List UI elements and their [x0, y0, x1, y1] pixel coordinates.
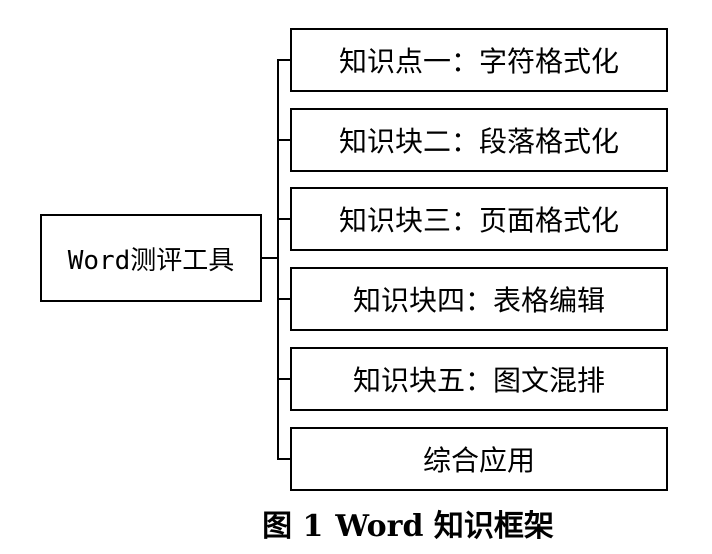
root-node: Word测评工具: [40, 214, 262, 302]
branch-node-label: 知识块五：图文混排: [352, 364, 605, 397]
branch-connector-6: [277, 458, 290, 460]
branch-connector-5: [277, 378, 290, 380]
branch-node-label: 知识块四：表格编辑: [352, 284, 605, 317]
branch-connector-4: [277, 298, 290, 300]
branch-node-paragraph-formatting: 知识块二：段落格式化: [290, 108, 668, 172]
branch-node-label: 知识点一：字符格式化: [338, 45, 619, 78]
figure-caption-title: Word 知识框架: [335, 509, 554, 544]
branch-node-image-text-layout: 知识块五：图文混排: [290, 347, 668, 411]
branch-node-table-editing: 知识块四：表格编辑: [290, 267, 668, 331]
figure-caption: 图 1 Word 知识框架: [248, 503, 568, 544]
tree-trunk-line: [277, 59, 279, 459]
branch-connector-1: [277, 59, 290, 61]
branch-node-character-formatting: 知识点一：字符格式化: [290, 28, 668, 92]
branch-connector-3: [277, 218, 290, 220]
branch-node-label: 知识块三：页面格式化: [338, 204, 619, 237]
root-node-label: Word测评工具: [67, 245, 235, 276]
branch-node-label: 知识块二：段落格式化: [338, 125, 619, 158]
branch-node-label: 综合应用: [422, 444, 535, 477]
branch-node-comprehensive-application: 综合应用: [290, 427, 668, 491]
root-connector: [262, 257, 278, 259]
branch-connector-2: [277, 139, 290, 141]
branch-node-page-formatting: 知识块三：页面格式化: [290, 187, 668, 251]
figure-caption-label: 图 1: [262, 509, 324, 544]
